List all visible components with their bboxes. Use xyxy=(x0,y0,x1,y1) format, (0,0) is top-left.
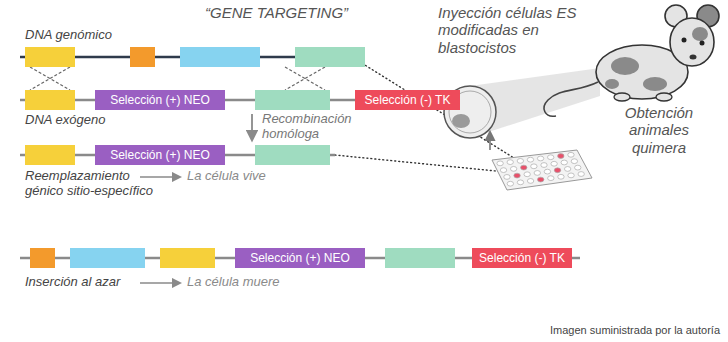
plate-well xyxy=(521,165,527,170)
inner-cell-mass xyxy=(452,114,470,128)
plate-well xyxy=(534,171,540,176)
plate-well xyxy=(514,173,520,178)
exon-box xyxy=(180,47,260,67)
plate-well xyxy=(558,174,564,179)
plate-wells xyxy=(497,152,584,186)
process-arrow xyxy=(251,114,253,140)
mouse-foot xyxy=(656,93,672,101)
text-label: Inserción al azar xyxy=(25,275,120,290)
selection-cassette: Selección (+) NEO xyxy=(235,248,365,268)
plate-well xyxy=(517,180,523,185)
text-label: Inyección células ES modificadas en blas… xyxy=(438,4,598,56)
plate-well xyxy=(551,161,557,166)
plate-well xyxy=(548,176,554,181)
exon-box xyxy=(130,47,155,67)
image-credit: Imagen suministrada por la autoría xyxy=(550,324,720,337)
pairing-cross xyxy=(285,67,325,90)
cassette-label: Selección (-) TK xyxy=(365,94,451,106)
homology-arm xyxy=(25,90,75,110)
mouse-eye xyxy=(700,41,705,46)
pairing-cross xyxy=(30,67,70,90)
plate-well xyxy=(544,169,550,174)
mouse-eye xyxy=(682,38,687,43)
plate-well xyxy=(527,179,533,184)
pairing-cross xyxy=(30,67,70,90)
coat-patch xyxy=(605,79,619,89)
exon-box xyxy=(25,145,75,165)
mouse-head xyxy=(670,18,714,66)
mouse-foot xyxy=(614,93,630,101)
selection-cassette: Selección (-) TK xyxy=(355,90,460,110)
plate-well xyxy=(500,168,506,173)
cassette-label: Selección (+) NEO xyxy=(110,94,210,106)
exon-box xyxy=(160,248,215,268)
plate-well xyxy=(510,166,516,171)
selection-cassette: Selección (+) NEO xyxy=(95,90,225,110)
text-label: La célula vive xyxy=(187,169,266,184)
mouse-tail xyxy=(544,82,598,116)
coat-patch xyxy=(643,77,667,91)
plate-well xyxy=(517,159,523,164)
plate-well xyxy=(507,181,513,186)
text-label: Obtención animales quimera xyxy=(604,104,714,156)
plate-well xyxy=(561,160,567,165)
plate-well xyxy=(524,172,530,177)
coat-patch xyxy=(692,27,708,41)
plate-well xyxy=(568,173,574,178)
plate-well xyxy=(531,164,537,169)
exon-box xyxy=(70,248,145,268)
exon-box xyxy=(25,47,75,67)
plate-well xyxy=(538,177,544,182)
injection-arrow xyxy=(489,132,491,150)
plate-well xyxy=(507,160,513,165)
dotted-guide xyxy=(352,57,522,163)
illustration-group xyxy=(20,5,719,283)
cassette-label: Selección (-) TK xyxy=(479,252,565,264)
cassette-label: Selección (+) NEO xyxy=(110,149,210,161)
plate-well xyxy=(558,154,564,159)
plate-well xyxy=(568,152,574,157)
plate-well xyxy=(554,168,560,173)
text-label: Recombinación homóloga xyxy=(262,112,377,142)
text-label: DNA exógeno xyxy=(25,113,105,128)
mouse-nose xyxy=(690,55,697,60)
plate-well xyxy=(571,159,577,164)
homology-arm xyxy=(255,90,330,110)
plate-well xyxy=(497,161,503,166)
exon-box xyxy=(295,47,365,67)
pairing-cross xyxy=(285,67,325,90)
well-plate xyxy=(492,150,592,190)
dotted-guide xyxy=(335,155,506,172)
cassette-label: Selección (+) NEO xyxy=(250,252,350,264)
plate-well xyxy=(541,163,547,168)
diagram-title: “GENE TARGETING” xyxy=(205,4,348,21)
result-arrow xyxy=(140,282,180,284)
selection-cassette: Selección (-) TK xyxy=(472,248,572,268)
plate-well xyxy=(548,155,554,160)
selection-cassette: Selección (+) NEO xyxy=(95,145,225,165)
exon-box xyxy=(30,248,55,268)
plate-well xyxy=(527,157,533,162)
text-label: La célula muere xyxy=(187,275,280,290)
plate-well xyxy=(575,165,581,170)
coat-patch xyxy=(611,57,639,75)
exon-box xyxy=(255,145,330,165)
result-arrow xyxy=(140,176,180,178)
plate-well xyxy=(537,156,543,161)
plate-well xyxy=(564,167,570,172)
plate-well xyxy=(578,172,584,177)
plate-well xyxy=(504,175,510,180)
exon-box xyxy=(385,248,455,268)
text-label: Reemplazamiento génico sitio-específico xyxy=(25,169,160,199)
text-label: DNA genómico xyxy=(25,28,112,43)
